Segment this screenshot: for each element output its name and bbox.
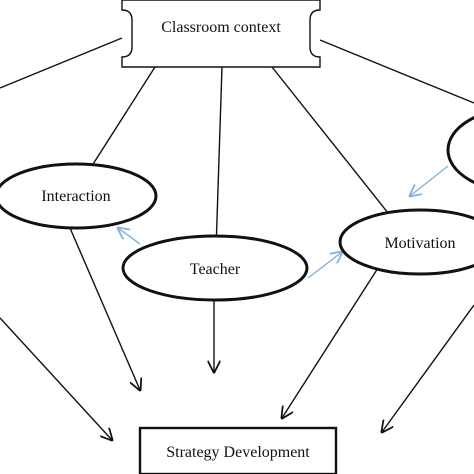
classroom-context-shape [121, 0, 321, 68]
arrow-teacher-to-motivation [307, 252, 342, 279]
arrow-right-node-to-motivation [410, 165, 449, 196]
arrow-motivation-to-strategy [282, 267, 379, 418]
link-context-interaction [87, 66, 156, 173]
link-context-left-offscreen [0, 37, 123, 89]
node-right-partial [446, 116, 474, 184]
classroom-context-label: Classroom context [161, 19, 281, 36]
strategy-arrows [0, 227, 474, 440]
teacher-label: Teacher [190, 261, 241, 278]
arrow-teacher-to-interaction [118, 228, 141, 245]
link-context-teacher [215, 66, 223, 251]
strategy-development-box [138, 426, 338, 474]
arrow-right-offscreen-to-strategy [382, 304, 474, 432]
interaction-label: Interaction [41, 188, 110, 205]
motivation-label: Motivation [384, 235, 455, 252]
arrow-left-offscreen-to-strategy [0, 317, 112, 440]
node-motivation: Motivation [338, 208, 474, 276]
right-partial-ellipse [446, 116, 474, 184]
arrow-interaction-to-strategy [69, 227, 140, 390]
node-teacher: Teacher [121, 234, 309, 302]
teacher-ellipse [121, 234, 309, 302]
interaction-ellipse [0, 162, 158, 230]
context-links [0, 37, 474, 251]
node-classroom-context: Classroom context [121, 0, 321, 68]
link-context-right-offscreen [319, 39, 474, 104]
strategy-development-label: Strategy Development [166, 444, 310, 461]
node-interaction: Interaction [0, 162, 158, 230]
link-context-motivation [271, 66, 393, 219]
node-strategy-development: Strategy Development [138, 426, 338, 474]
motivation-ellipse [338, 208, 474, 276]
influence-arrows [118, 165, 449, 279]
